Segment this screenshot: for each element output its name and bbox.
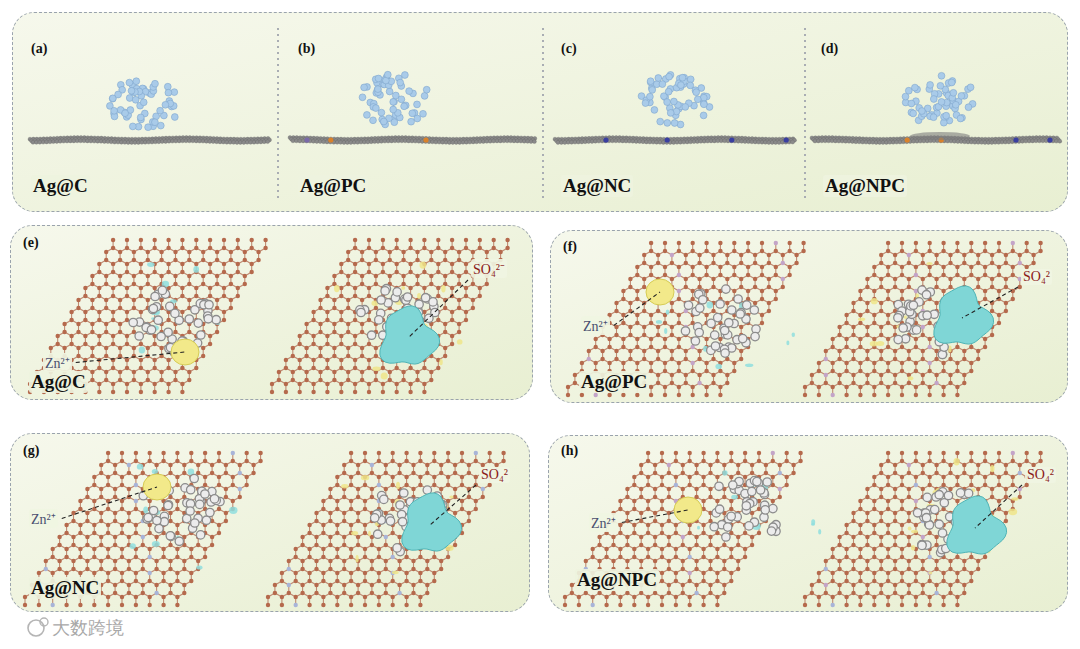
watermark-icon bbox=[28, 620, 44, 636]
